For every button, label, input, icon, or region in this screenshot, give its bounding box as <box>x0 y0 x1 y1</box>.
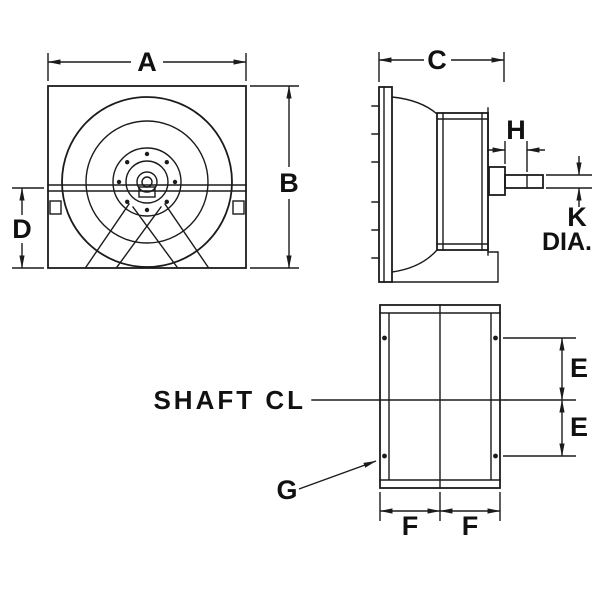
dim-label-b: B <box>279 168 299 198</box>
shaft-channel-lines <box>47 184 247 192</box>
dim-a-extension-lines <box>47 53 247 81</box>
mount-hole <box>382 335 387 341</box>
impeller-inner-circle <box>85 120 209 244</box>
drum-band-lines <box>436 112 489 251</box>
side-view: C H K DIA. <box>371 45 592 283</box>
bolt-hole <box>116 179 122 185</box>
motor-brace-legs <box>85 203 209 268</box>
shaft-assembly <box>488 166 544 196</box>
dim-label-f-right: F <box>462 511 479 541</box>
dim-label-c: C <box>427 45 447 75</box>
dim-f-extension-lines <box>379 492 501 521</box>
hub-flange-circle <box>112 147 182 217</box>
dim-e: E E <box>503 337 588 457</box>
housing-outline <box>47 85 247 269</box>
bolt-hole <box>164 160 169 165</box>
shaft-centerline: SHAFT CL <box>153 385 506 415</box>
panel-bolt-ticks <box>371 105 380 259</box>
dim-c-extension-lines <box>378 52 505 82</box>
dim-c: C <box>378 45 505 82</box>
bolt-hole <box>144 207 150 213</box>
shaft-boss-circle <box>136 171 158 193</box>
bolt-hole <box>125 160 130 165</box>
bolt-hole <box>144 151 150 157</box>
front-view: A B D <box>12 47 299 269</box>
dim-b: B <box>250 85 299 269</box>
dim-label-f-left: F <box>402 511 419 541</box>
dim-label-a: A <box>137 47 157 77</box>
g-leader-line <box>298 460 377 490</box>
dim-k: K DIA. <box>542 156 592 256</box>
dim-label-e-lower: E <box>570 412 588 442</box>
shaft <box>504 174 544 189</box>
impeller-circles <box>61 96 233 268</box>
front-housing <box>47 85 247 269</box>
dim-label-d: D <box>12 214 32 244</box>
drum-outline <box>436 112 489 251</box>
mount-hole <box>493 335 498 341</box>
bottom-housing <box>379 304 501 489</box>
mount-hole <box>382 453 387 459</box>
mount-hole <box>493 453 498 459</box>
bearing-block <box>488 166 506 196</box>
dim-label-h: H <box>506 115 526 145</box>
front-panel-plate <box>378 86 393 283</box>
dim-a: A <box>47 47 247 81</box>
bottom-view: SHAFT CL E E G F F <box>153 304 588 541</box>
dim-label-e-upper: E <box>570 353 588 383</box>
hub-key-block <box>138 186 156 198</box>
dim-d: D <box>12 187 44 269</box>
wheel-drum <box>436 107 489 256</box>
shaft-centerline-label: SHAFT CL <box>153 385 306 415</box>
dia-suffix-label: DIA. <box>542 228 592 256</box>
side-panel <box>371 86 393 283</box>
dim-label-g: G <box>276 475 297 505</box>
right-mount-tab <box>232 200 245 215</box>
bolt-hole <box>164 199 169 204</box>
left-mount-tab <box>49 200 62 215</box>
dim-d-extension-lines <box>12 187 44 269</box>
dim-k-extension-lines <box>546 174 592 189</box>
side-base-lines <box>391 251 499 283</box>
bolt-hole <box>172 179 178 185</box>
dim-h-extension-lines <box>504 141 528 172</box>
cone-bottom-curve <box>391 249 438 273</box>
dim-label-k: K <box>567 202 587 232</box>
leader-g: G <box>276 460 377 505</box>
dim-f: F F <box>379 492 501 541</box>
dim-e-extension-lines <box>503 337 576 457</box>
hub-inner-circle <box>125 160 169 204</box>
cone-top-curve <box>391 96 438 115</box>
hub-bolt-circle <box>116 151 178 213</box>
dim-h: H <box>487 115 545 172</box>
inlet-cone <box>391 96 438 273</box>
bolt-hole <box>125 199 130 204</box>
impeller-outer-circle <box>61 96 233 268</box>
